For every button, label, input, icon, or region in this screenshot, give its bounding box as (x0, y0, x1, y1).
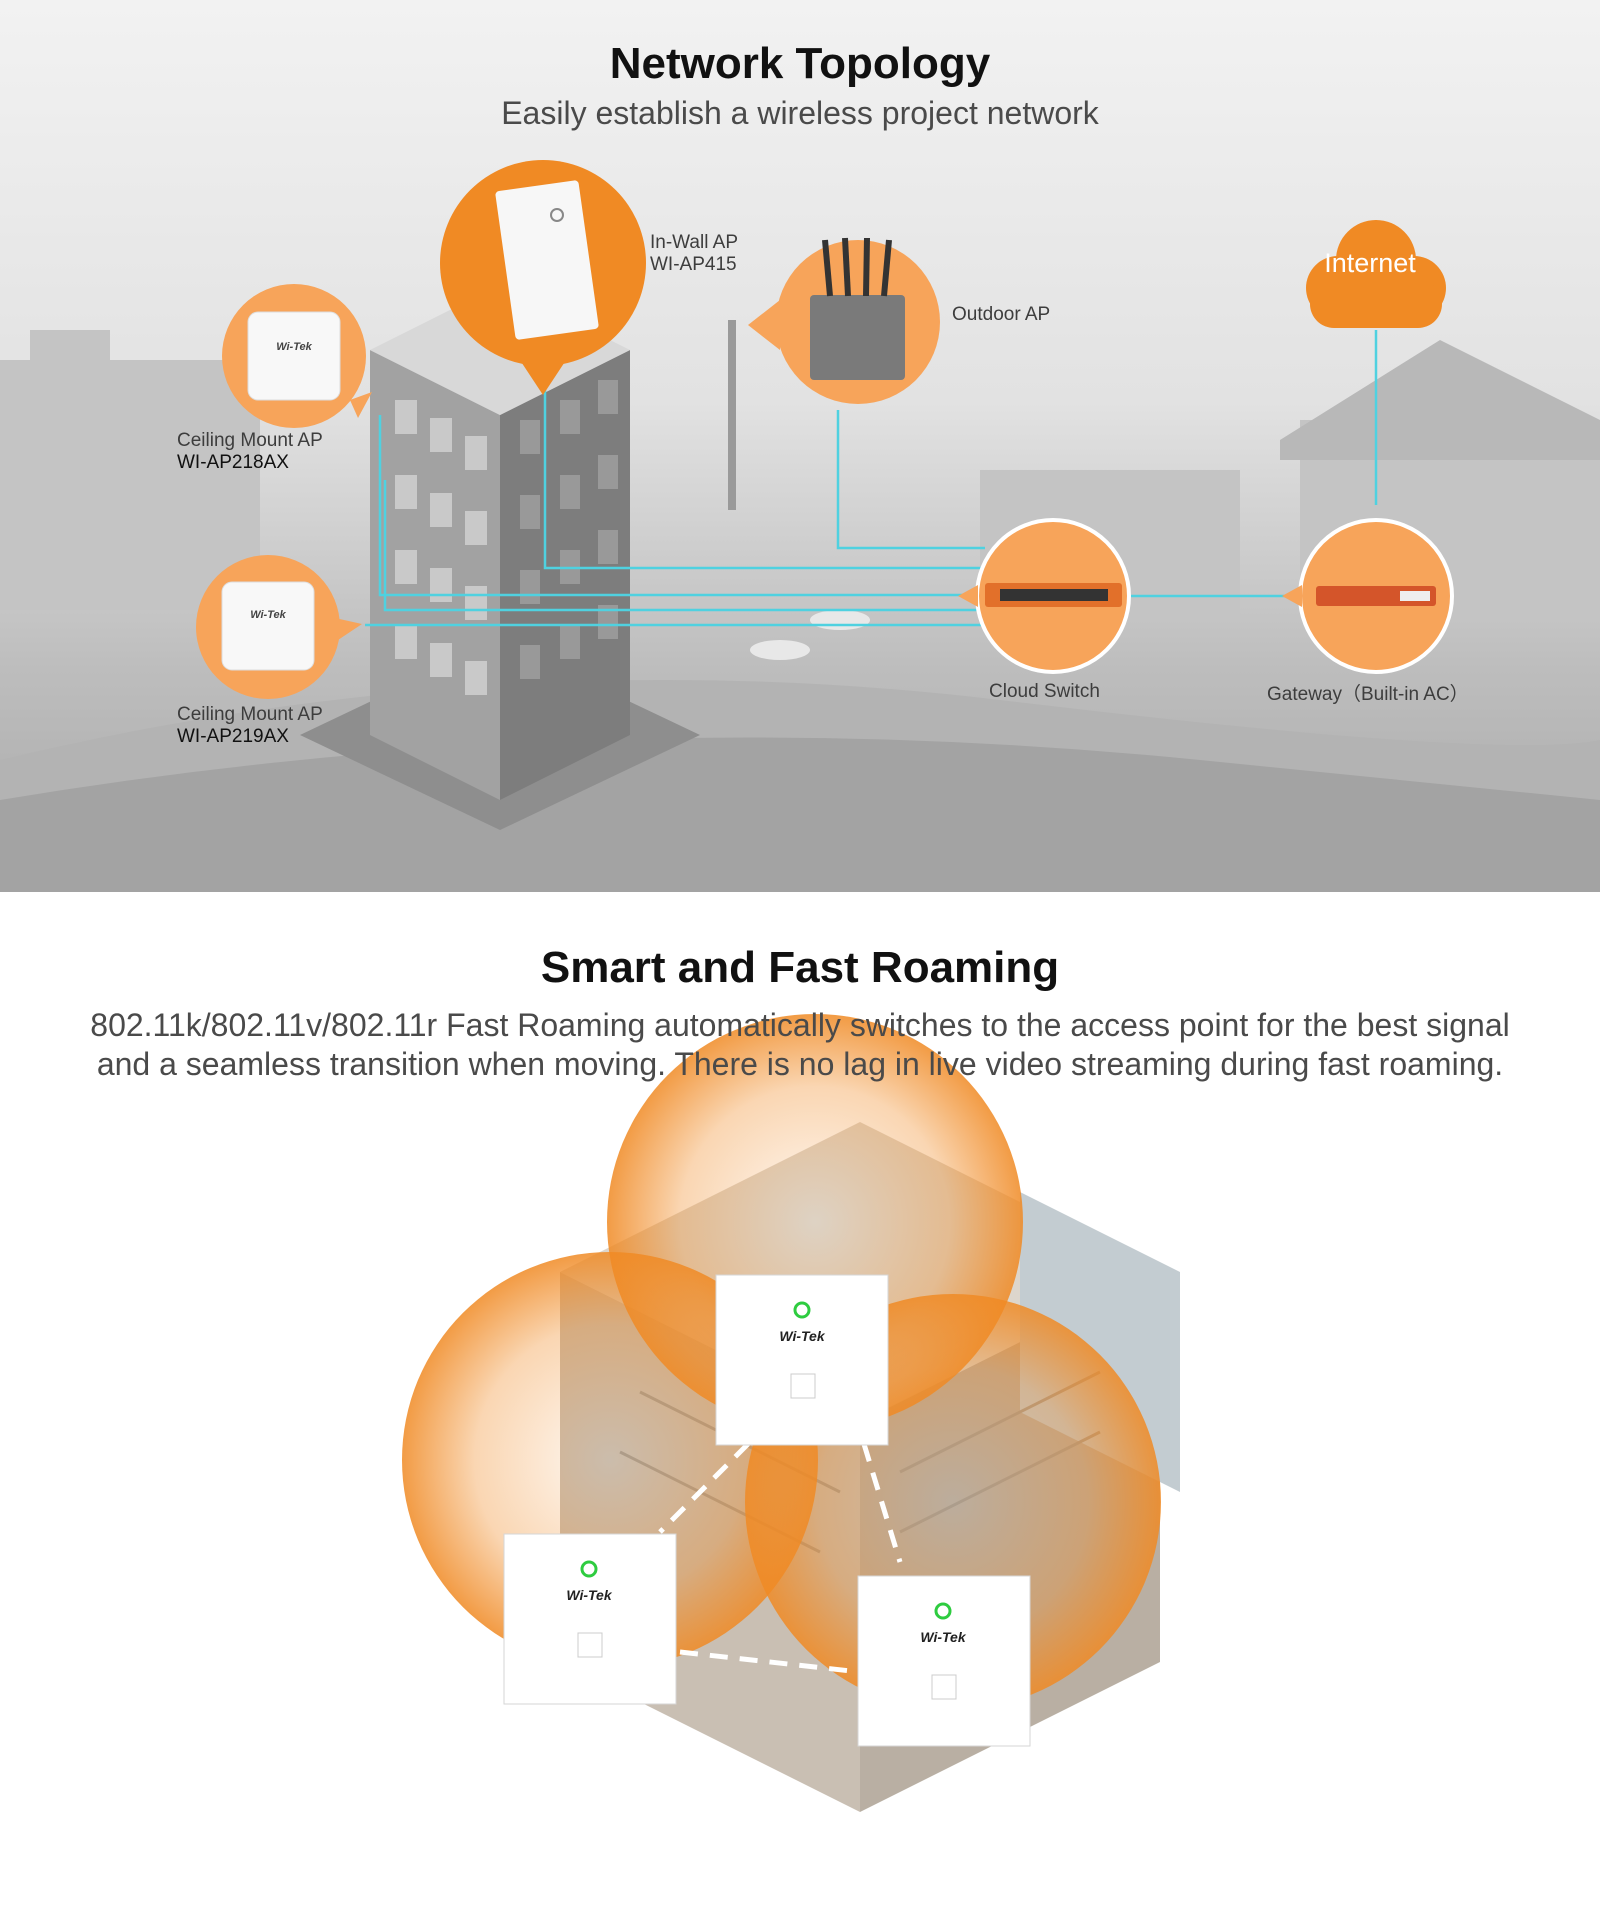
ceiling-ap-1-label: Ceiling Mount AP WI-AP218AX (177, 430, 323, 473)
ceiling-ap-2-label: Ceiling Mount AP WI-AP219AX (177, 704, 323, 747)
network-topology-section: Wi-Tek Wi-Tek (0, 0, 1600, 892)
internet-label: Internet (1324, 248, 1416, 278)
link-in-wall-switch (543, 385, 985, 570)
roaming-illustration: Wi-Tek Wi-Tek Wi-Tek (402, 1014, 1180, 1812)
link-ceiling1b-switch (383, 480, 985, 612)
svg-text:Wi-Tek: Wi-Tek (250, 609, 286, 621)
connection-lines (365, 330, 1378, 627)
in-wall-ap-label: In-Wall AP WI-AP415 (650, 232, 738, 275)
topology-diagram: Wi-Tek Wi-Tek (0, 160, 1600, 892)
internet-cloud-icon (1306, 220, 1446, 328)
ap-panel-right: Wi-Tek (857, 1575, 1031, 1747)
roaming-paths (658, 1442, 903, 1675)
ceiling-ap-1-bubble: Wi-Tek (222, 284, 372, 428)
roaming-section: Wi-Tek Wi-Tek Wi-Tek Smart and Fast Roam… (0, 892, 1600, 1920)
cloud-switch-bubble (958, 518, 1131, 674)
ceiling-ap-2-bubble: Wi-Tek (196, 555, 362, 699)
svg-text:Wi-Tek: Wi-Tek (779, 1328, 825, 1344)
link-outdoor-switch (836, 410, 985, 550)
svg-text:Wi-Tek: Wi-Tek (276, 341, 312, 353)
roaming-title: Smart and Fast Roaming (540, 943, 1060, 992)
svg-text:Wi-Tek: Wi-Tek (566, 1587, 612, 1603)
roaming-description: 802.11k/802.11v/802.11r Fast Roaming aut… (90, 1007, 1510, 1082)
svg-text:Wi-Tek: Wi-Tek (920, 1629, 966, 1645)
outdoor-ap-label: Outdoor AP (952, 304, 1051, 325)
topology-title: Network Topology (609, 39, 991, 88)
ap-panel-left: Wi-Tek (503, 1533, 677, 1705)
link-ceiling1-switch (378, 415, 985, 597)
outdoor-ap-bubble (748, 237, 940, 404)
ap-panel-top: Wi-Tek (715, 1274, 889, 1446)
cloud-switch-label: Cloud Switch (989, 681, 1100, 702)
in-wall-ap-bubble (440, 160, 646, 395)
gateway-label: Gateway（Built-in AC） (1267, 684, 1469, 705)
building-illustration (300, 285, 700, 830)
gateway-bubble (1282, 518, 1454, 674)
topology-subtitle: Easily establish a wireless project netw… (501, 95, 1099, 131)
